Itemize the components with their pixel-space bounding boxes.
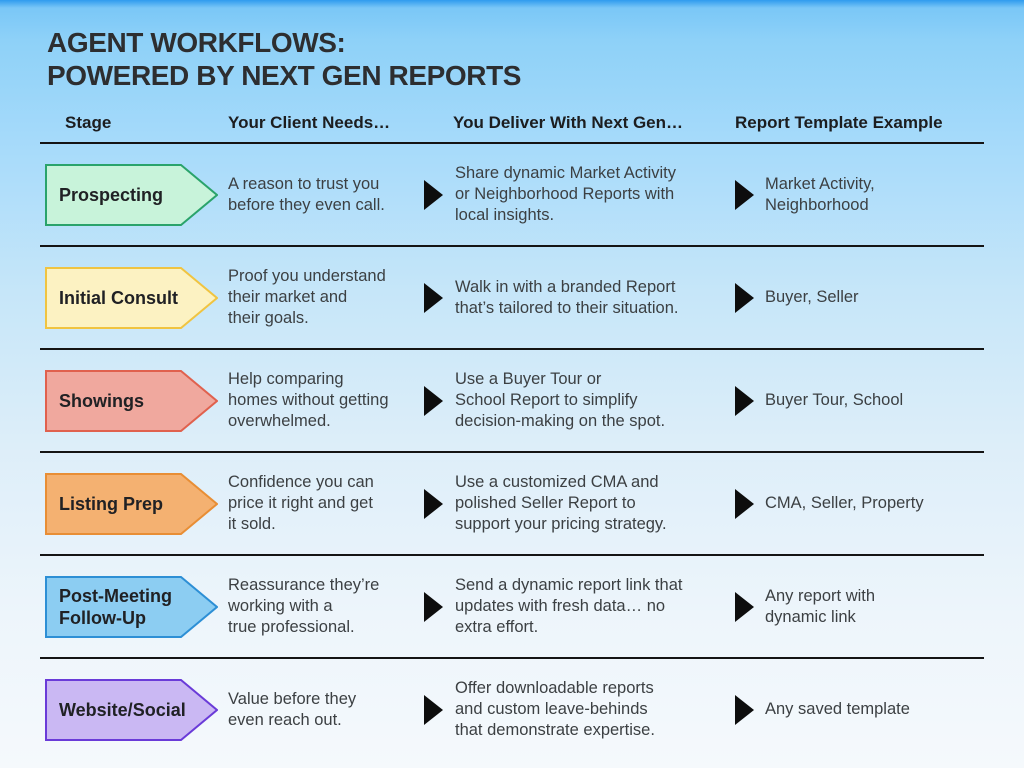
- column-header-client-needs: Your Client Needs…: [228, 113, 391, 132]
- arrow-cell: [735, 144, 765, 245]
- arrow-cell: [424, 350, 455, 451]
- arrow-cell: [735, 659, 765, 760]
- stage-shape: Prospecting: [45, 163, 218, 226]
- arrow-cell: [735, 556, 765, 657]
- arrow-cell: [424, 144, 455, 245]
- client-need-text: Help comparing homes without getting ove…: [228, 370, 389, 430]
- stage-label: Prospecting: [59, 184, 164, 205]
- client-need-text: A reason to trust you before they even c…: [228, 174, 385, 214]
- page-title-line1: AGENT WORKFLOWS:: [47, 27, 346, 58]
- stage-pentagon-icon: [45, 575, 218, 638]
- report-template-text: Any saved template: [765, 700, 910, 718]
- stage-shape: Initial Consult: [45, 266, 218, 329]
- arrow-right-icon: [424, 179, 443, 210]
- report-template-text: Any report with dynamic link: [765, 586, 876, 626]
- stage-pentagon-icon: [45, 369, 218, 432]
- stage-cell: Prospecting: [40, 144, 228, 245]
- arrow-right-icon: [735, 179, 754, 210]
- arrow-right-icon: [735, 694, 754, 725]
- arrow-right-icon: [735, 385, 754, 416]
- deliver-text: Walk in with a branded Report that’s tai…: [455, 277, 679, 317]
- stage-label: Listing Prep: [59, 493, 164, 514]
- deliver-text: Use a Buyer Tour or School Report to sim…: [455, 370, 666, 430]
- report-template-text: CMA, Seller, Property: [765, 494, 924, 512]
- deliver-text: Offer downloadable reports and custom le…: [455, 679, 655, 739]
- stage-shape: Post-Meeting Follow-Up: [45, 575, 218, 638]
- page-title: AGENT WORKFLOWS: POWERED BY NEXT GEN REP…: [47, 26, 984, 92]
- table-row: Listing Prep Confidence you can price it…: [40, 451, 984, 554]
- arrow-right-icon: [735, 282, 754, 313]
- stage-cell: Showings: [40, 350, 228, 451]
- stage-label: Post-Meeting Follow-Up: [59, 585, 173, 628]
- report-template-text: Market Activity, Neighborhood: [765, 174, 875, 214]
- stage-label: Initial Consult: [59, 287, 178, 308]
- table-row: Post-Meeting Follow-Up Reassurance they’…: [40, 554, 984, 657]
- stage-cell: Listing Prep: [40, 453, 228, 554]
- arrow-right-icon: [735, 591, 754, 622]
- deliver-text: Share dynamic Market Activity or Neighbo…: [455, 164, 676, 224]
- arrow-right-icon: [424, 282, 443, 313]
- column-header-you-deliver: You Deliver With Next Gen…: [453, 113, 684, 132]
- column-header-report-template: Report Template Example: [735, 113, 943, 132]
- arrow-right-icon: [424, 591, 443, 622]
- arrow-cell: [735, 350, 765, 451]
- table-row: Prospecting A reason to trust you before…: [40, 142, 984, 245]
- table-row: Showings Help comparing homes without ge…: [40, 348, 984, 451]
- client-need-text: Reassurance they’re working with a true …: [228, 576, 380, 636]
- arrow-cell: [424, 247, 455, 348]
- arrow-cell: [735, 247, 765, 348]
- table-header: Stage Your Client Needs… You Deliver Wit…: [40, 113, 984, 142]
- report-template-text: Buyer, Seller: [765, 288, 859, 306]
- stage-cell: Website/Social: [40, 659, 228, 760]
- table-row: Initial Consult Proof you understand the…: [40, 245, 984, 348]
- client-need-text: Proof you understand their market and th…: [228, 267, 386, 327]
- stage-cell: Initial Consult: [40, 247, 228, 348]
- arrow-right-icon: [424, 385, 443, 416]
- workflow-table: Prospecting A reason to trust you before…: [40, 142, 984, 760]
- page-title-line2: POWERED BY NEXT GEN REPORTS: [47, 60, 522, 91]
- stage-pentagon-icon: [45, 678, 218, 741]
- stage-shape: Showings: [45, 369, 218, 432]
- arrow-cell: [424, 556, 455, 657]
- arrow-right-icon: [424, 488, 443, 519]
- stage-shape: Listing Prep: [45, 472, 218, 535]
- stage-pentagon-icon: [45, 472, 218, 535]
- stage-pentagon-icon: [45, 266, 218, 329]
- stage-shape: Website/Social: [45, 678, 218, 741]
- arrow-right-icon: [424, 694, 443, 725]
- arrow-cell: [735, 453, 765, 554]
- stage-label: Website/Social: [59, 699, 186, 720]
- column-header-stage: Stage: [65, 113, 112, 132]
- client-need-text: Confidence you can price it right and ge…: [228, 473, 374, 533]
- deliver-text: Use a customized CMA and polished Seller…: [455, 473, 667, 533]
- arrow-right-icon: [735, 488, 754, 519]
- stage-label: Showings: [59, 390, 144, 411]
- client-need-text: Value before they even reach out.: [228, 689, 357, 729]
- report-template-text: Buyer Tour, School: [765, 391, 904, 409]
- deliver-text: Send a dynamic report link that updates …: [455, 576, 683, 636]
- arrow-cell: [424, 453, 455, 554]
- stage-pentagon-icon: [45, 163, 218, 226]
- stage-cell: Post-Meeting Follow-Up: [40, 556, 228, 657]
- arrow-cell: [424, 659, 455, 760]
- table-row: Website/Social Value before they even re…: [40, 657, 984, 760]
